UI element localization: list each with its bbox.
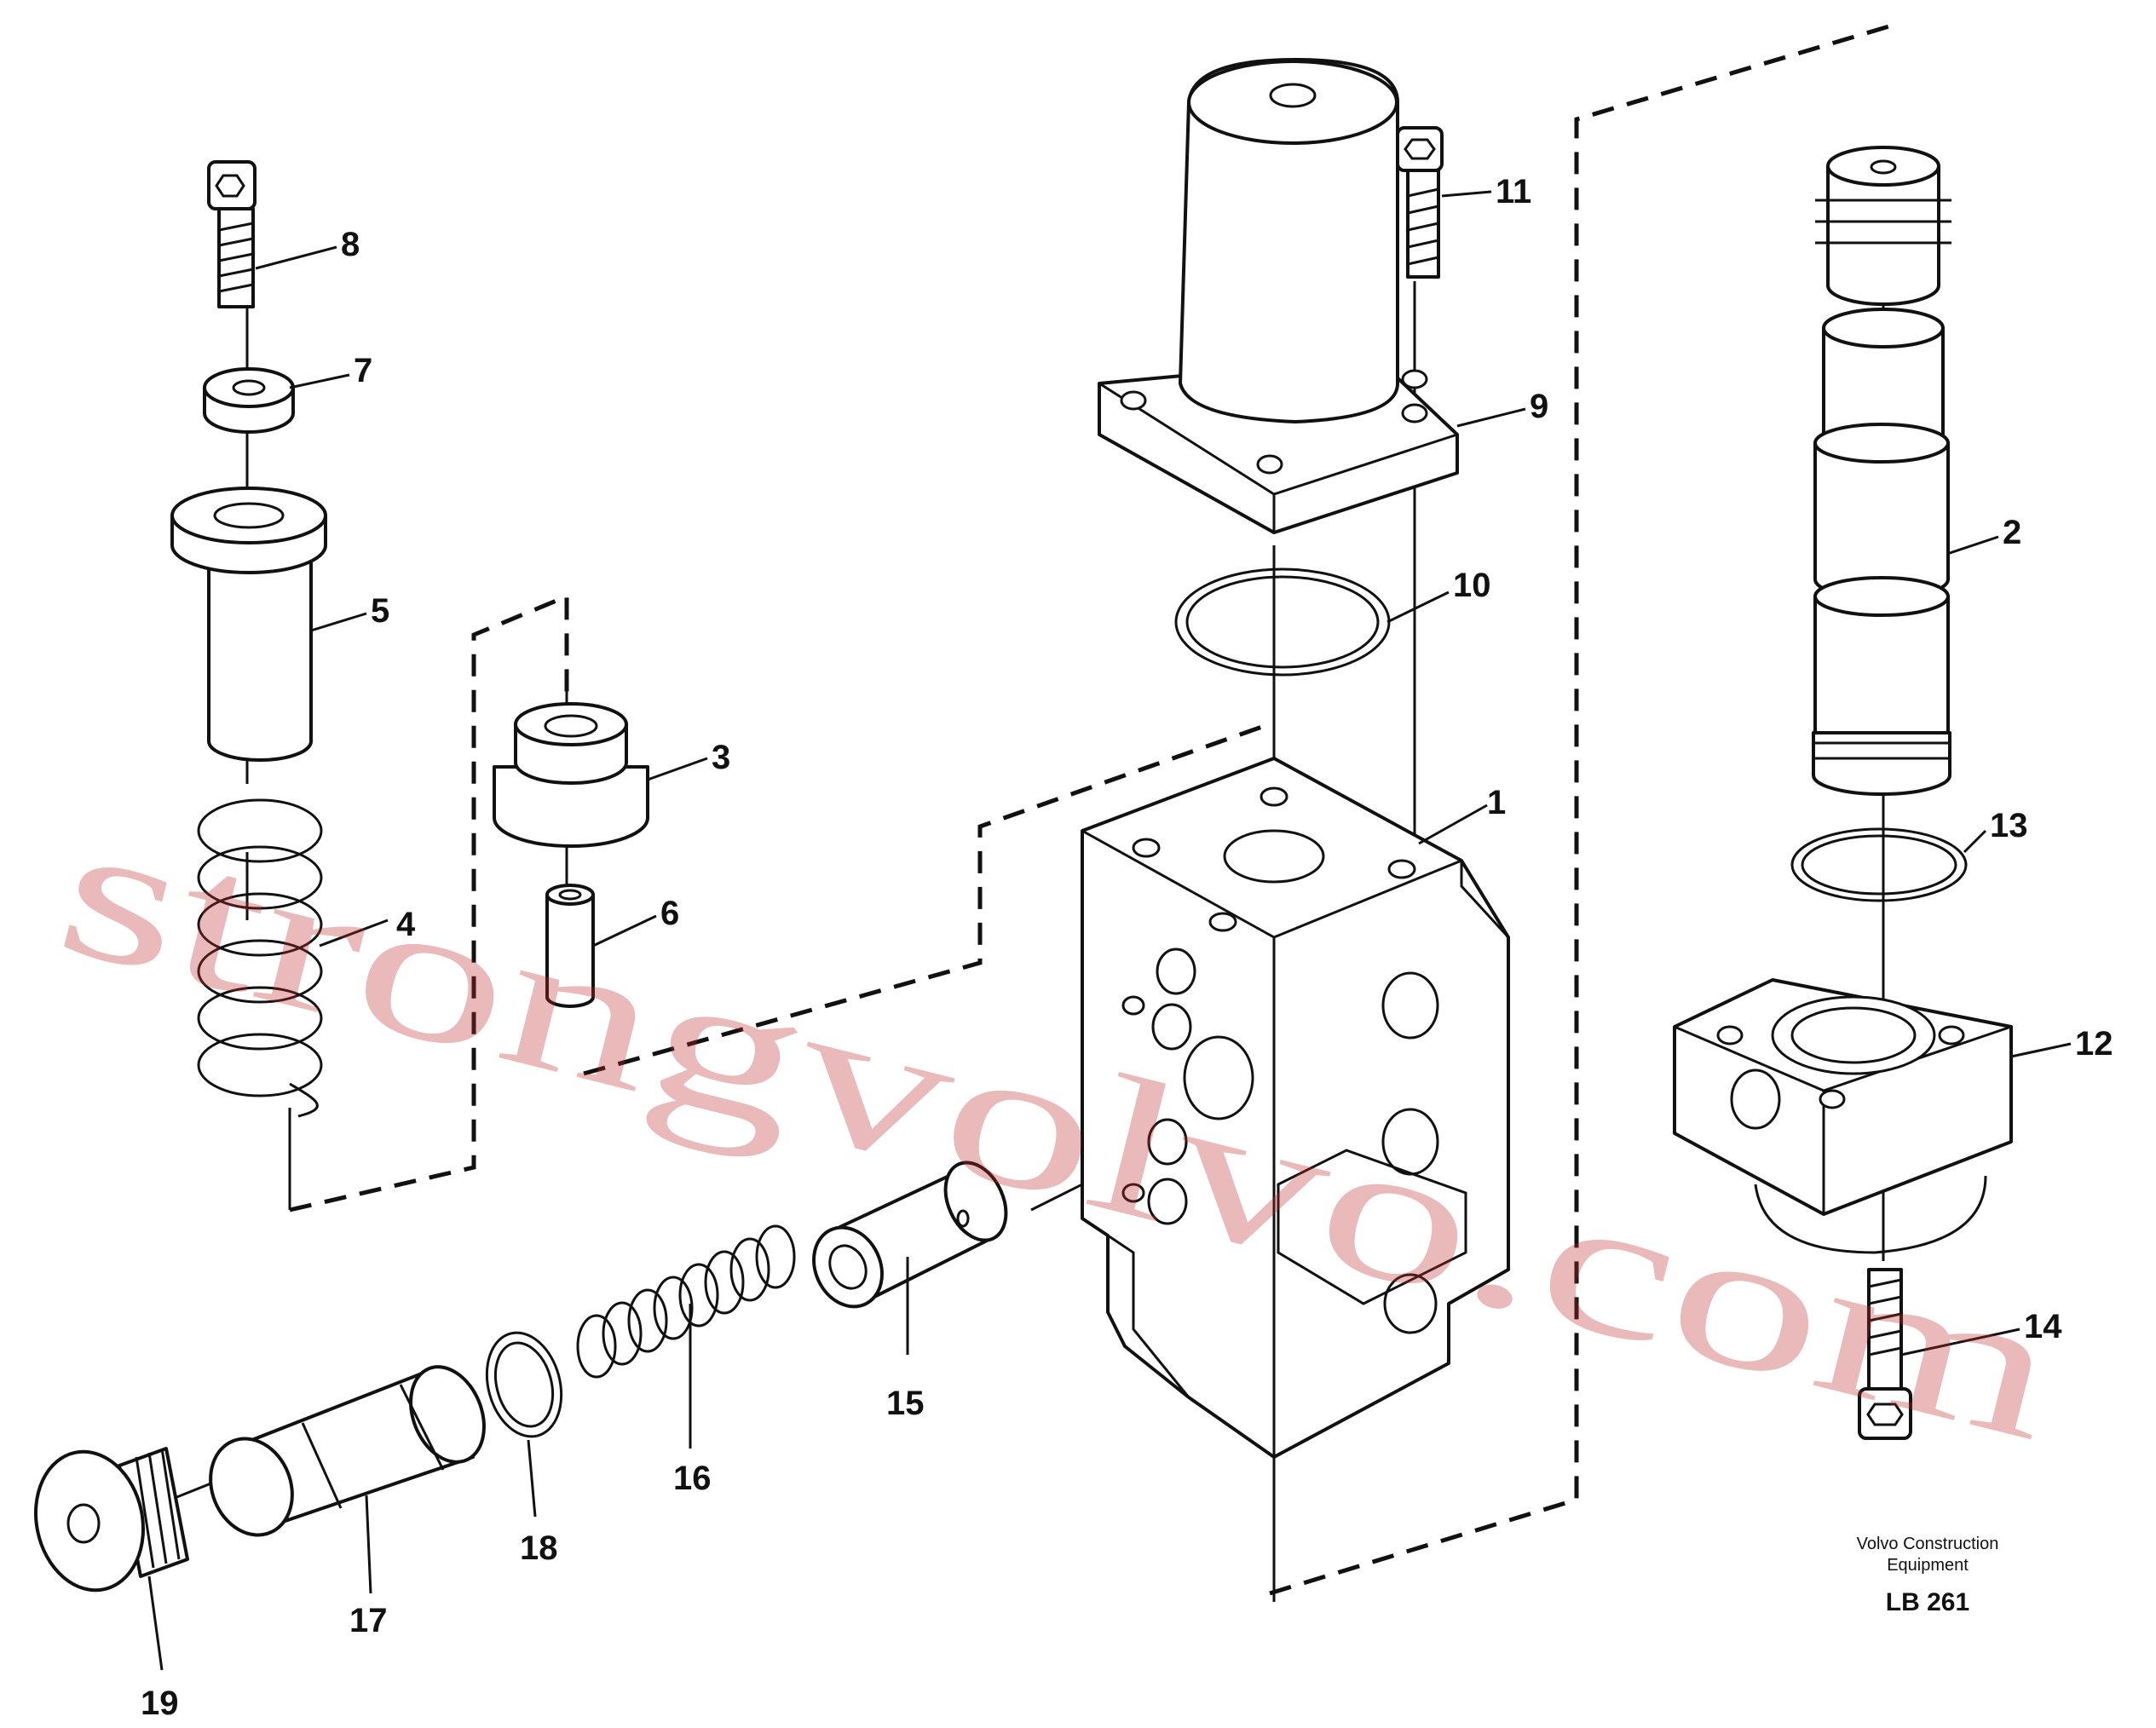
part-8-cap-screw (207, 160, 257, 308)
callout-10: 10 (1453, 567, 1491, 604)
part-15-piston (812, 1161, 1008, 1309)
drawing-code: LB 261 (1886, 1588, 1969, 1616)
part-6-sleeve (545, 884, 595, 1008)
callout-labels: 1 2 3 4 5 6 7 8 9 10 11 12 13 14 15 16 1… (141, 173, 2113, 1722)
callout-8: 8 (341, 226, 360, 263)
part-11-screw (1396, 126, 1444, 279)
part-17-plunger (209, 1365, 486, 1537)
callout-5: 5 (371, 592, 389, 630)
part-2-spool (1812, 146, 1951, 796)
leader-lines (147, 190, 2072, 1671)
credit-line-2: Equipment (1887, 1556, 1969, 1575)
part-14-screw (1858, 1268, 1912, 1440)
part-16-spring (576, 1224, 796, 1379)
callout-13: 13 (1990, 807, 2028, 844)
callout-12: 12 (2075, 1025, 2113, 1063)
callout-9: 9 (1530, 388, 1548, 425)
part-7-washer (203, 367, 295, 434)
part-19-plug (34, 1447, 189, 1593)
callout-17: 17 (349, 1602, 388, 1639)
callout-11: 11 (1496, 173, 1531, 210)
part-5-bushing (170, 487, 327, 762)
credit-line-1: Volvo Construction (1857, 1535, 1999, 1553)
part-4-spring (197, 798, 323, 1118)
callout-4: 4 (396, 906, 416, 943)
part-1-valve-housing (1081, 757, 1510, 1459)
part-9-cover (1098, 58, 1459, 534)
callout-6: 6 (660, 895, 679, 932)
callout-14: 14 (2024, 1308, 2062, 1345)
part-18-o-ring (485, 1331, 563, 1438)
callout-2: 2 (2003, 514, 2021, 551)
part-13-o-ring (1790, 827, 1968, 902)
part-12-flange-block (1673, 978, 2013, 1254)
part-3-cap (493, 702, 649, 848)
callout-7: 7 (354, 352, 372, 389)
part-10-o-ring (1174, 567, 1391, 677)
credit-block: Volvo Construction Equipment LB 261 (1857, 1535, 1999, 1616)
callout-18: 18 (520, 1529, 558, 1567)
callout-1: 1 (1487, 784, 1506, 821)
callout-15: 15 (886, 1385, 925, 1422)
callout-16: 16 (673, 1460, 712, 1497)
callout-19: 19 (141, 1685, 179, 1722)
callout-3: 3 (712, 739, 730, 776)
